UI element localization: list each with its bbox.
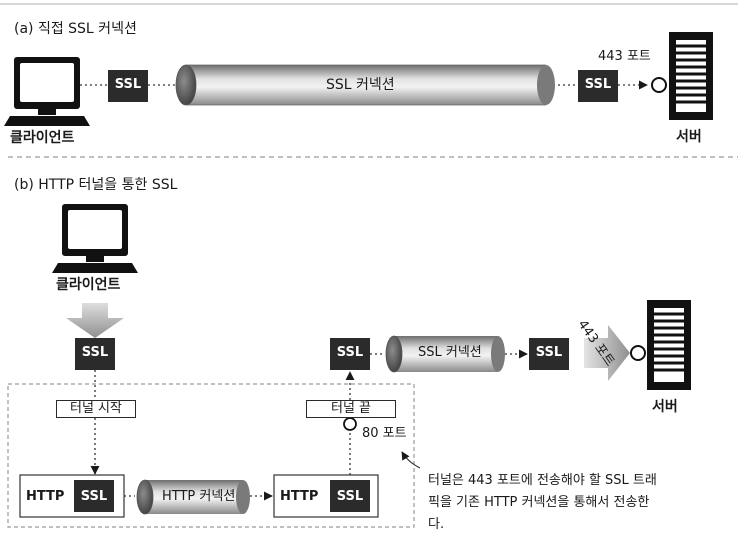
ssl-label-client-a: SSL: [114, 77, 142, 92]
ssl-label-client-b: SSL: [81, 345, 109, 360]
ssl-label-right: SSL: [336, 489, 364, 504]
ssl-box-server-b: [529, 338, 569, 370]
down-arrow-icon: [66, 303, 124, 338]
client-computer-icon-a: [4, 57, 90, 126]
ssl-label-server-b: SSL: [535, 345, 563, 360]
section-a-title: (a) 직접 SSL 커넥션: [14, 21, 137, 37]
port-80-circle: [343, 417, 357, 431]
server-label-b: 서버: [652, 399, 678, 415]
server-icon-b: [647, 300, 691, 390]
http-label-left: HTTP: [26, 489, 65, 504]
ssl-label-up: SSL: [336, 345, 364, 360]
port-circle-b: [630, 345, 646, 361]
ssl-box-up: [330, 338, 370, 370]
http-connection-label: HTTP 커넥션: [162, 489, 236, 504]
port-label-a: 443 포트: [598, 49, 651, 64]
ssl-tunnel-label-a: SSL 커넥션: [326, 77, 395, 93]
ssl-connection-label-b: SSL 커넥션: [418, 345, 482, 360]
port-80-label: 80 포트: [362, 426, 407, 441]
tunnel-enclosure: [7, 383, 415, 528]
ssl-box-client-a: [108, 70, 148, 102]
ssl-tunnel-pipe-a: [175, 64, 555, 106]
right-arrow-icon: [584, 325, 630, 381]
tunnel-note: 터널은 443 포트에 전송해야 할 SSL 트래픽을 기존 HTTP 커넥션을…: [428, 473, 657, 532]
server-icon-a: [669, 32, 713, 120]
client-label-a: 클라이언트: [10, 130, 75, 146]
client-computer-icon-b: [52, 204, 138, 273]
http-label-right: HTTP: [280, 489, 319, 504]
note-pointer: [401, 451, 421, 469]
ssl-connection-pipe-b: [385, 335, 505, 373]
ssl-label-left: SSL: [80, 489, 108, 504]
ssl-box-server-a: [578, 70, 618, 102]
port-circle-a: [651, 77, 667, 93]
client-label-b: 클라이언트: [56, 277, 121, 293]
tunnel-end-box: 터널 끝: [306, 400, 396, 418]
ssl-box-client-b: [75, 338, 115, 370]
http-connection-pipe: [136, 479, 250, 515]
server-label-a: 서버: [676, 129, 702, 145]
ssl-label-server-a: SSL: [584, 77, 612, 92]
section-b-title: (b) HTTP 터널을 통한 SSL: [14, 177, 178, 193]
tunnel-start-box: 터널 시작: [56, 400, 136, 418]
